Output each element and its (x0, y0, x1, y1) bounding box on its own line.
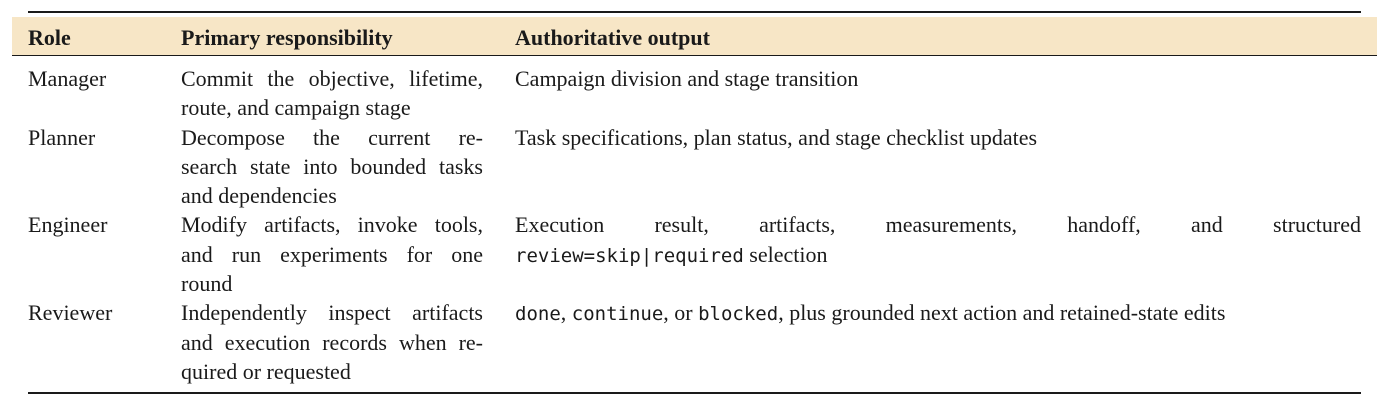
output-cell: Campaign division and stage transition (515, 66, 859, 91)
review-flag-code: review=skip|required (515, 244, 744, 267)
roles-table: Role Primary responsibility Authoritativ… (12, 11, 1377, 395)
output-cell: done, continue, or blocked, plus grounde… (515, 300, 1226, 326)
role-cell: Engineer (28, 212, 108, 238)
output-cell: Task specifications, plan status, and st… (515, 124, 1038, 150)
table-header-row: Role Primary responsibility Authoritativ… (12, 17, 1377, 56)
status-code-continue: continue (571, 303, 664, 326)
header-output: Authoritative output (515, 25, 710, 50)
responsibility-cell: Independently inspect artifacts and exec… (181, 300, 483, 384)
status-code-blocked: blocked (698, 303, 779, 326)
role-cell: Reviewer (28, 300, 113, 326)
table-row: Engineer Modify artifacts, invoke tools,… (28, 210, 1361, 298)
role-cell: Planner (28, 124, 96, 150)
status-code-done: done (515, 303, 561, 326)
responsibility-cell: Commit the objective, lifetime, route, a… (181, 66, 483, 121)
responsibility-cell: Decompose the current re- search state i… (181, 124, 483, 209)
table-body: Manager Commit the objective, lifetime, … (28, 56, 1361, 392)
table-row: Reviewer Independently inspect artifacts… (28, 298, 1361, 386)
output-cell: Execution result, artifacts, measurement… (515, 212, 1361, 267)
role-cell: Manager (28, 66, 107, 91)
header-responsibility: Primary responsibility (181, 25, 393, 50)
header-role: Role (28, 25, 71, 50)
responsibility-cell: Modify artifacts, invoke tools, and run … (181, 212, 483, 297)
table-row: Planner Decompose the current re- search… (28, 123, 1361, 211)
table-row: Manager Commit the objective, lifetime, … (28, 64, 1361, 123)
